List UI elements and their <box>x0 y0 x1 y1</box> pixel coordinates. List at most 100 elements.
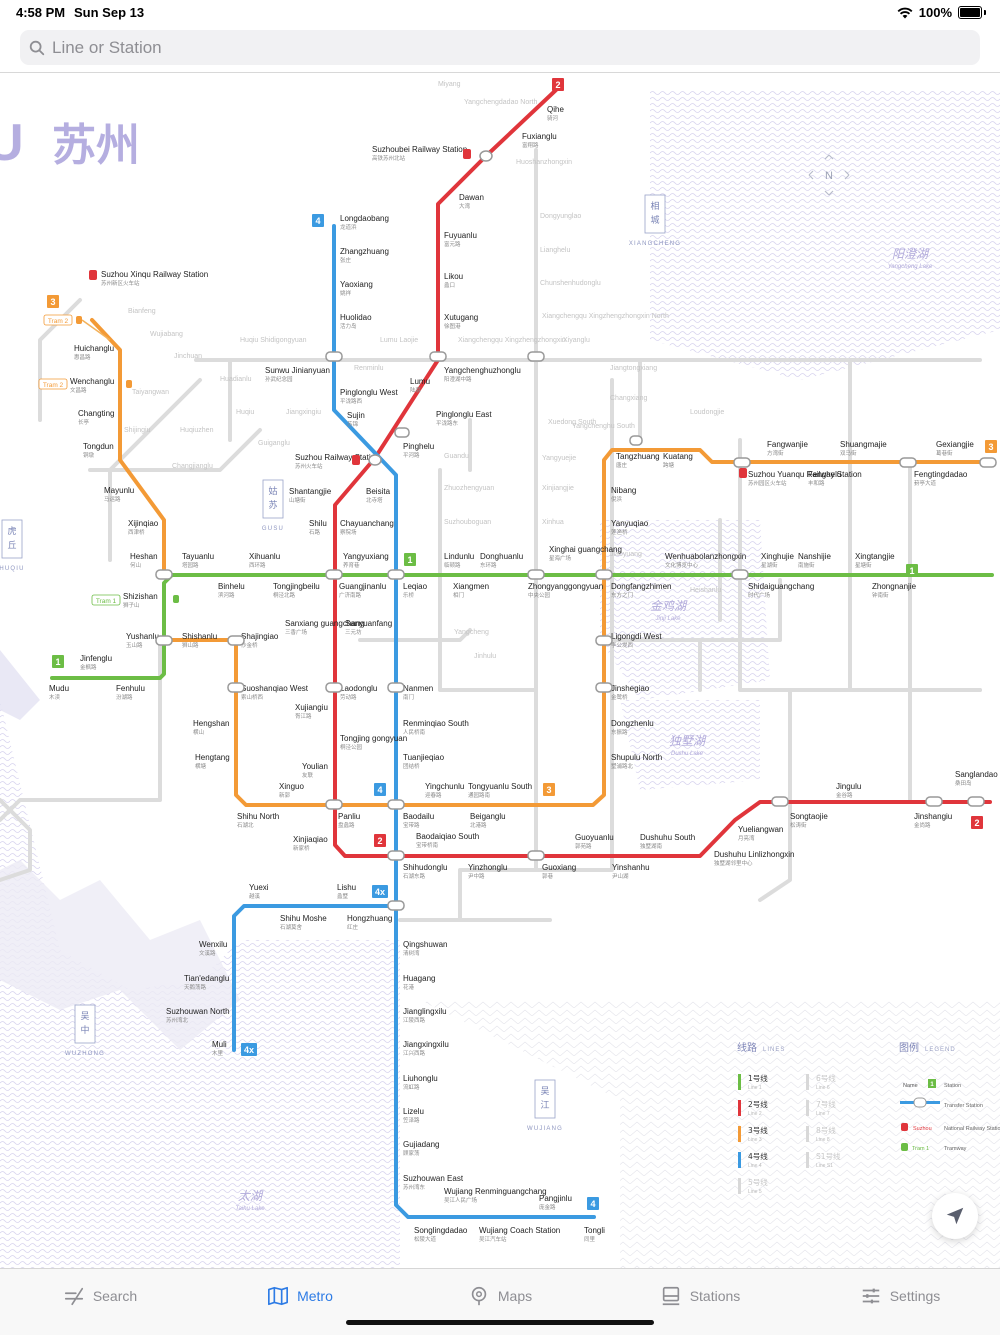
line-1-path[interactable] <box>50 573 994 680</box>
line-badge[interactable]: 1 <box>906 564 918 577</box>
line-3-path[interactable] <box>90 318 992 807</box>
line-badge[interactable]: 4 <box>587 1197 599 1210</box>
tab-metro[interactable]: Metro <box>200 1257 400 1335</box>
line-badge[interactable]: 4x <box>372 885 388 898</box>
line-2-path[interactable] <box>333 88 992 858</box>
line-badge[interactable]: 2 <box>971 816 983 829</box>
tab-settings[interactable]: Settings <box>800 1257 1000 1335</box>
line-badge[interactable]: 3 <box>985 440 997 453</box>
tab-maps[interactable]: Maps <box>400 1257 600 1335</box>
compass[interactable]: N <box>806 153 852 197</box>
tab-stations[interactable]: Stations <box>600 1257 800 1335</box>
line-badge[interactable]: 3 <box>47 295 59 308</box>
line-badge[interactable]: 2 <box>374 834 386 847</box>
transfer-markers[interactable] <box>155 150 997 911</box>
tab-search[interactable]: Search <box>0 1257 200 1335</box>
